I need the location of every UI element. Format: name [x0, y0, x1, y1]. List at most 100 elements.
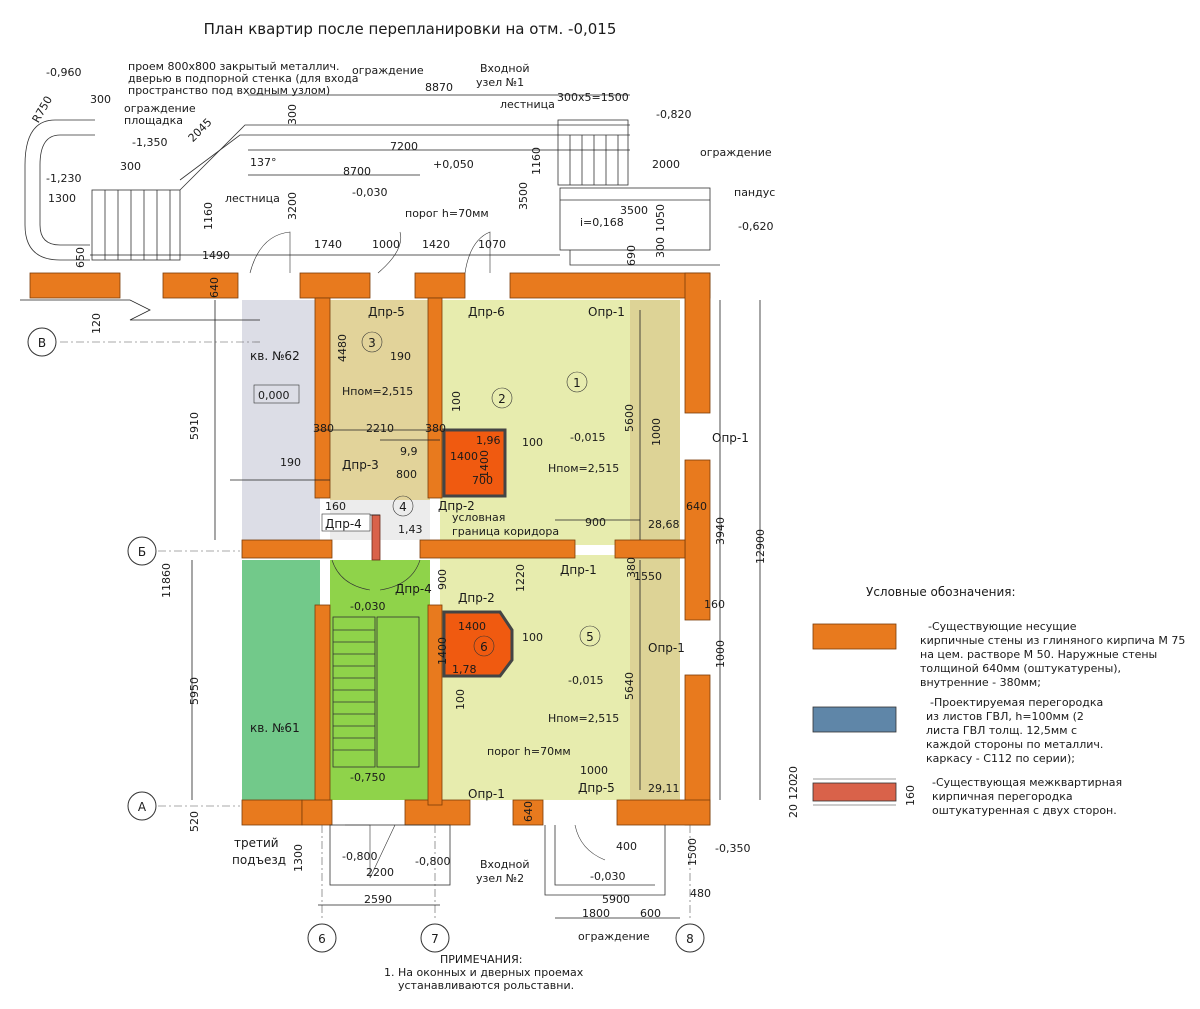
- svg-text:1500: 1500: [686, 838, 699, 866]
- dim-1300: 1300: [48, 192, 76, 205]
- threshold-label-1: порог h=70мм: [405, 207, 489, 220]
- svg-text:-1,350: -1,350: [132, 136, 167, 149]
- dim-1490: 1490: [202, 249, 230, 262]
- svg-text:-1,230: -1,230: [46, 172, 81, 185]
- dim-2000: 2000: [652, 158, 680, 171]
- notes-line-1: 1. На оконных и дверных проемах: [384, 966, 584, 979]
- svg-text:-0,030: -0,030: [352, 186, 387, 199]
- svg-text:2210: 2210: [366, 422, 394, 435]
- legend-item-2-line-3: листа ГВЛ толщ. 12,5мм с: [926, 724, 1077, 737]
- dim-1070: 1070: [478, 238, 506, 251]
- svg-text:Дпр-5: Дпр-5: [368, 305, 405, 319]
- platform-label: площадка: [124, 114, 183, 127]
- dim-3500-b: 3500: [620, 204, 648, 217]
- legend-item-3-line-1: -Существующая межквартирная: [932, 776, 1122, 789]
- legend-item-2-line-2: из листов ГВЛ, h=100мм (2: [926, 710, 1084, 723]
- legend-item-1-line-5: внутренние - 380мм;: [920, 676, 1041, 689]
- axis-bubbles: В Б А 6 7 8: [27, 327, 705, 953]
- dim-8870: 8870: [425, 81, 453, 94]
- entry-1-structures: [24, 119, 720, 266]
- gradient-right-2: [630, 555, 680, 800]
- legend-swatch-partition: [812, 706, 897, 733]
- svg-text:Нпом=2,515: Нпом=2,515: [548, 462, 619, 475]
- svg-text:380: 380: [313, 422, 334, 435]
- dim-3500-a: 3500: [517, 182, 530, 210]
- axis-col-8: 8: [686, 932, 694, 946]
- svg-text:Дпр-4: Дпр-4: [395, 582, 432, 596]
- legend-header: Условные обозначения:: [866, 585, 1016, 599]
- legend-item-3-line-2: кирпичная перегородка: [932, 790, 1073, 803]
- corridor-label-2: граница коридора: [452, 525, 559, 538]
- svg-text:900: 900: [436, 569, 449, 590]
- svg-text:190: 190: [280, 456, 301, 469]
- svg-text:Опр-1: Опр-1: [648, 641, 685, 655]
- axis-col-6: 6: [318, 932, 326, 946]
- entry-2-label-b: узел №2: [476, 872, 524, 885]
- dim-7200: 7200: [390, 140, 418, 153]
- dim-300-a: 300: [90, 93, 111, 106]
- svg-text:5950: 5950: [188, 677, 201, 705]
- svg-text:380: 380: [625, 557, 638, 578]
- stairs-label-2: лестница: [225, 192, 280, 205]
- svg-text:520: 520: [188, 811, 201, 832]
- bottom-dims: 2200 2590 1300 640 400 5900 1800 600 150…: [292, 801, 711, 920]
- svg-text:1220: 1220: [514, 564, 527, 592]
- legend-item-2-line-4: каждой стороны по металлич.: [926, 738, 1103, 751]
- dim-1160-b: 1160: [530, 147, 543, 175]
- svg-text:380: 380: [425, 422, 446, 435]
- entry-1-label-a: Входной: [480, 62, 529, 75]
- legend-item-2-line-5: каркасу - С112 по серии);: [926, 752, 1075, 765]
- svg-text:28,68: 28,68: [648, 518, 680, 531]
- svg-text:1000: 1000: [650, 418, 663, 446]
- svg-text:800: 800: [396, 468, 417, 481]
- entrance-label-2: подъезд: [232, 853, 286, 867]
- svg-text:5640: 5640: [623, 672, 636, 700]
- door-arc-6: [574, 824, 606, 861]
- svg-text:Дпр-4: Дпр-4: [325, 517, 362, 531]
- legend-dim-20b: 20: [787, 804, 800, 818]
- room-labels: 3 Нпом=2,515 9,9 1 Нпом=2,515 28,68 2 1,…: [342, 331, 680, 795]
- dim-1420: 1420: [422, 238, 450, 251]
- dim-300-c: 300: [286, 104, 299, 125]
- corridor-label-1: условная: [452, 511, 505, 524]
- door-arc-2: [377, 231, 402, 274]
- legend-dim-20a: 20: [787, 766, 800, 780]
- svg-text:6: 6: [480, 640, 488, 654]
- legend-item-3-line-3: оштукатуренная с двух сторон.: [932, 804, 1117, 817]
- svg-text:12900: 12900: [754, 529, 767, 564]
- svg-text:100: 100: [450, 391, 463, 412]
- slope-label: i=0,168: [580, 216, 624, 229]
- legend-dim-120: 120: [787, 779, 800, 800]
- svg-text:120: 120: [90, 313, 103, 334]
- legend-item-2-line-1: -Проектируемая перегородка: [930, 696, 1103, 709]
- svg-text:1550: 1550: [634, 570, 662, 583]
- dim-137deg: 137°: [250, 156, 277, 169]
- svg-text:1800: 1800: [582, 907, 610, 920]
- legend-item-1-line-3: на цем. растворе М 50. Наружные стены: [920, 648, 1157, 661]
- bathroom-2: [442, 428, 507, 498]
- svg-text:-0,800: -0,800: [415, 855, 450, 868]
- svg-text:160: 160: [325, 500, 346, 513]
- stairs-label-1: лестница: [500, 98, 555, 111]
- svg-text:640: 640: [522, 801, 535, 822]
- svg-text:5910: 5910: [188, 412, 201, 440]
- svg-text:700: 700: [472, 474, 493, 487]
- svg-text:-0,030: -0,030: [590, 870, 625, 883]
- gradient-right-1: [630, 300, 680, 545]
- svg-text:1,96: 1,96: [476, 434, 501, 447]
- svg-text:900: 900: [585, 516, 606, 529]
- svg-text:5: 5: [586, 630, 594, 644]
- room-61-fill: [242, 560, 320, 800]
- legend-dim-160: 160: [904, 785, 917, 806]
- dim-300x5: 300х5=1500: [557, 91, 629, 104]
- entry-2-label-a: Входной: [480, 858, 529, 871]
- dim-300-b: 300: [120, 160, 141, 173]
- svg-text:1400: 1400: [436, 637, 449, 665]
- stair-green-fill: [330, 560, 430, 800]
- dim-1160-a: 1160: [202, 202, 215, 230]
- door-arc-4: [331, 559, 371, 591]
- svg-text:-0,015: -0,015: [570, 431, 605, 444]
- entrance-label-1: третий: [234, 836, 279, 850]
- svg-text:1000: 1000: [580, 764, 608, 777]
